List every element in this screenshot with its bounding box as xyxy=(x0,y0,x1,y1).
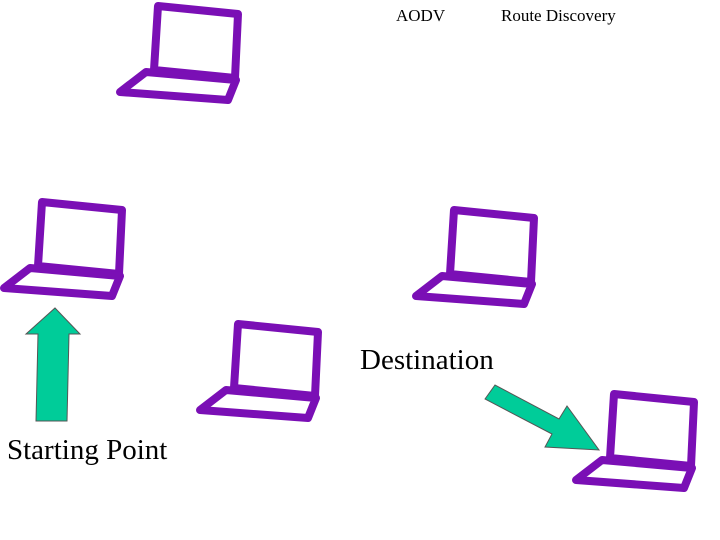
starting-point-label: Starting Point xyxy=(7,434,168,466)
laptop-icon xyxy=(412,206,538,308)
destination-label: Destination xyxy=(360,344,494,376)
title-aodv: AODV xyxy=(396,6,446,25)
laptop-icon xyxy=(572,390,698,492)
title-route-discovery: Route Discovery xyxy=(501,6,616,25)
laptop-icon xyxy=(196,320,322,422)
laptop-icon xyxy=(116,2,242,104)
laptop-icon xyxy=(0,198,126,300)
up-arrow-icon xyxy=(24,307,82,422)
diagonal-arrow-icon xyxy=(484,384,601,451)
